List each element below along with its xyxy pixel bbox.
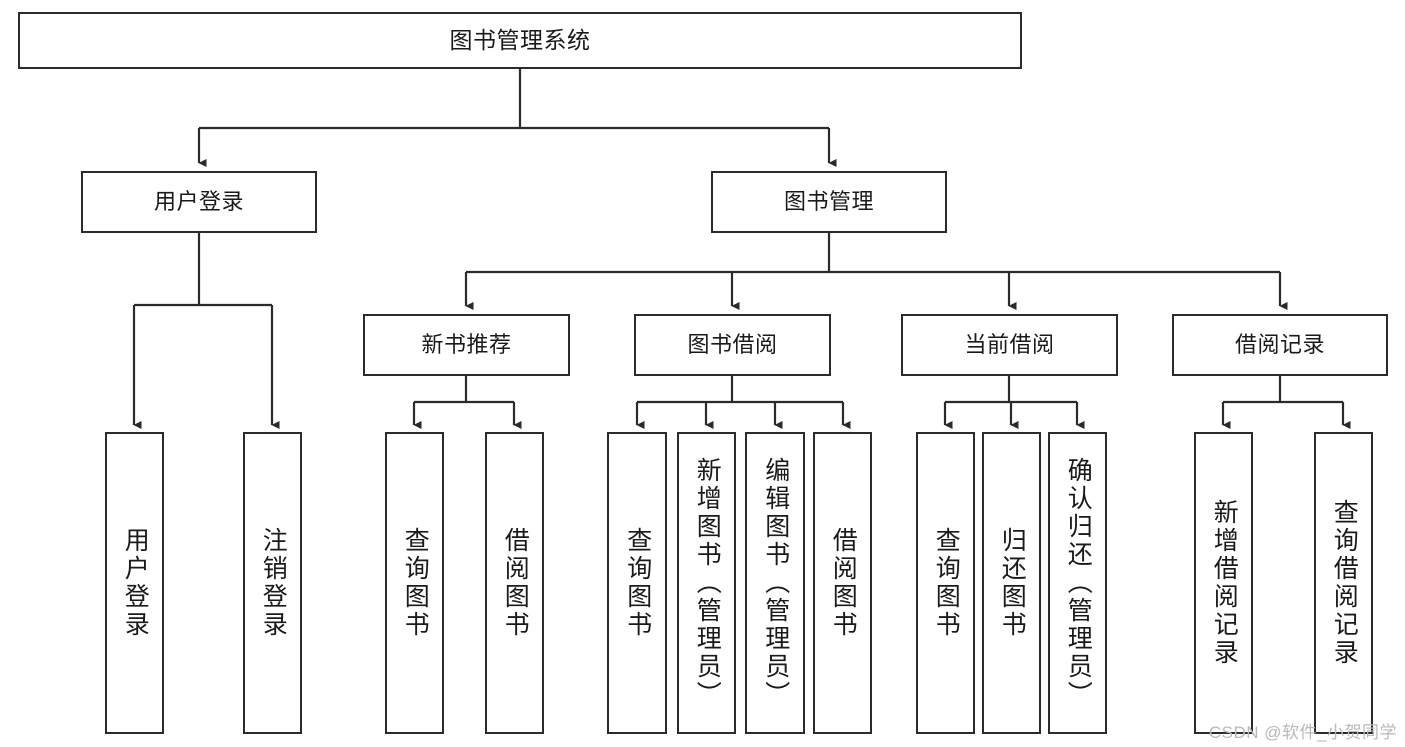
node-label: 查询借阅记录 [1330,499,1359,667]
node-label: 查询图书 [401,527,430,639]
node-label: 当前借阅 [964,332,1055,358]
leaf-current-borrow-return-books[interactable]: 归还图书 [982,432,1041,734]
node-label: 查询图书 [932,527,961,639]
node-label: 新增借阅记录 [1210,499,1239,667]
node-root-book-management-system[interactable]: 图书管理系统 [18,12,1022,69]
node-label: 归还图书 [998,527,1027,639]
node-new-book-recommend[interactable]: 新书推荐 [363,314,570,376]
node-label: 新书推荐 [421,332,512,358]
node-label: 注销登录 [259,527,288,639]
node-label: 用户登录 [121,527,150,639]
node-current-borrow[interactable]: 当前借阅 [901,314,1118,376]
node-user-login[interactable]: 用户登录 [81,171,317,233]
leaf-new-book-borrow-books[interactable]: 借阅图书 [485,432,544,734]
node-book-borrow[interactable]: 图书借阅 [634,314,831,376]
leaf-book-borrow-query-books[interactable]: 查询图书 [607,432,667,734]
leaf-borrow-records-add-record[interactable]: 新增借阅记录 [1194,432,1253,734]
node-label: 新增图书（管理员） [693,457,722,709]
node-label: 查询图书 [623,527,652,639]
node-label: 借阅记录 [1234,332,1325,358]
node-label: 借阅图书 [829,527,858,639]
csdn-watermark: CSDN @软件_小贺同学 [1208,723,1397,742]
node-label: 图书管理系统 [449,27,591,54]
node-book-management[interactable]: 图书管理 [711,171,947,233]
leaf-new-book-query-books[interactable]: 查询图书 [385,432,444,734]
leaf-book-borrow-edit-book-admin[interactable]: 编辑图书（管理员） [745,432,805,734]
node-label: 编辑图书（管理员） [761,457,790,709]
node-label: 用户登录 [153,189,244,215]
leaf-user-login-login[interactable]: 用户登录 [105,432,164,734]
node-label: 借阅图书 [501,527,530,639]
leaf-user-login-logout[interactable]: 注销登录 [243,432,302,734]
leaf-current-borrow-confirm-return-admin[interactable]: 确认归还（管理员） [1048,432,1107,734]
leaf-book-borrow-add-book-admin[interactable]: 新增图书（管理员） [677,432,736,734]
node-borrow-records[interactable]: 借阅记录 [1172,314,1388,376]
node-label: 图书管理 [783,189,874,215]
leaf-borrow-records-query-record[interactable]: 查询借阅记录 [1314,432,1373,734]
node-label: 图书借阅 [687,332,778,358]
node-label: 确认归还（管理员） [1064,457,1093,709]
leaf-current-borrow-query-books[interactable]: 查询图书 [916,432,975,734]
leaf-book-borrow-borrow-books[interactable]: 借阅图书 [813,432,872,734]
